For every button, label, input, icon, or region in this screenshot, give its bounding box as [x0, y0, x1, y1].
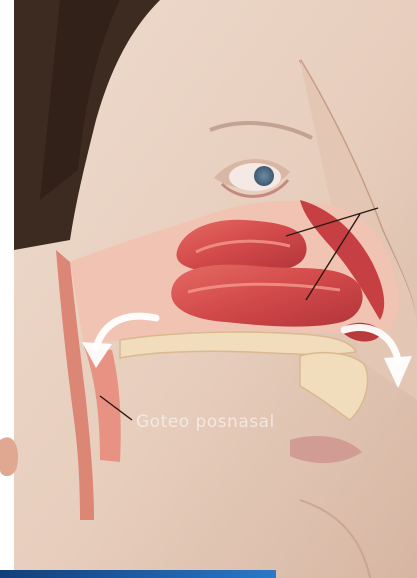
middle-turbinate [171, 265, 362, 327]
iris [254, 166, 274, 186]
watermark-text: Goteo posnasal [136, 412, 275, 432]
bottom-bar [0, 570, 276, 578]
